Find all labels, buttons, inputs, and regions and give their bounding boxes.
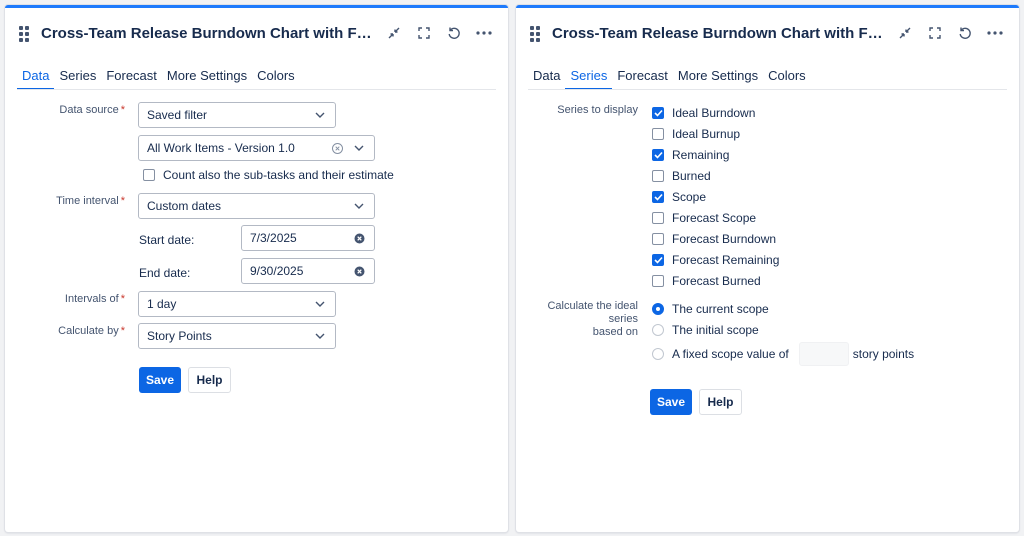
chevron-down-icon [313,297,327,311]
series-checkbox-row[interactable]: Scope [652,190,706,204]
chevron-down-icon [313,329,327,343]
unchecked-checkbox[interactable] [652,275,664,287]
unchecked-checkbox[interactable] [652,233,664,245]
unchecked-checkbox[interactable] [652,128,664,140]
series-to-display-label: Series to display [557,104,638,116]
save-button[interactable]: Save [139,367,181,393]
radio-initial-scope[interactable]: The initial scope [652,323,759,337]
radio-fixed-scope[interactable]: A fixed scope value of story points [652,342,914,366]
unchecked-checkbox[interactable] [652,212,664,224]
radio-button[interactable] [652,324,664,336]
series-checkbox-row[interactable]: Forecast Burndown [652,232,776,246]
time-interval-label: Time interval* [56,195,125,207]
help-button[interactable]: Help [188,367,231,393]
gadget-panel-series: Cross-Team Release Burndown Chart with F… [516,5,1019,532]
more-icon[interactable] [474,23,494,43]
clear-icon[interactable] [330,141,344,155]
tab-data[interactable]: Data [17,68,55,90]
tab-series[interactable]: Series [565,68,613,90]
tab-divider [528,89,1007,90]
tab-forecast[interactable]: Forecast [106,68,157,83]
intervals-select[interactable]: 1 day [138,291,336,317]
subtasks-label: Count also the sub-tasks and their estim… [163,168,394,182]
radio-button[interactable] [652,303,664,315]
subtasks-checkbox[interactable] [143,169,155,181]
tab-more-settings[interactable]: More Settings [166,68,248,83]
series-label: Remaining [672,148,730,162]
series-checkbox-row[interactable]: Forecast Scope [652,211,756,225]
chevron-down-icon [352,199,366,213]
tab-data[interactable]: Data [533,68,561,83]
minimize-icon[interactable] [895,23,915,43]
end-date-input[interactable]: 9/30/2025 [241,258,375,284]
series-checkbox-row[interactable]: Forecast Remaining [652,253,779,267]
fixed-scope-input[interactable] [798,342,849,366]
tab-bar: Data Series Forecast More Settings Color… [528,68,811,90]
fullscreen-icon[interactable] [414,23,434,43]
checked-checkbox[interactable] [652,149,664,161]
tab-more-settings[interactable]: More Settings [677,68,759,83]
series-label: Forecast Burndown [672,232,777,246]
data-source-label: Data source* [59,104,125,116]
radio-current-scope[interactable]: The current scope [652,302,769,316]
tab-colors[interactable]: Colors [768,68,806,83]
tab-bar: Data Series Forecast More Settings Color… [17,68,300,90]
tab-series[interactable]: Series [59,68,97,83]
gadget-panel-data: Cross-Team Release Burndown Chart with F… [5,5,508,532]
series-label: Burned [672,169,711,183]
clear-date-icon[interactable] [352,231,366,245]
gadget-title: Cross-Team Release Burndown Chart with F… [41,24,372,42]
series-label: Ideal Burndown [672,106,756,120]
gadget-header: Cross-Team Release Burndown Chart with F… [19,21,494,45]
gadget-header: Cross-Team Release Burndown Chart with F… [530,21,1005,45]
radio-label: The current scope [672,302,769,316]
radio-label: The initial scope [672,323,759,337]
radio-label: A fixed scope value of [672,347,789,361]
gadget-title: Cross-Team Release Burndown Chart with F… [552,24,883,42]
filter-select[interactable]: All Work Items - Version 1.0 [138,135,375,161]
series-label: Forecast Scope [672,211,757,225]
chevron-down-icon [352,141,366,155]
save-button[interactable]: Save [650,389,692,415]
fullscreen-icon[interactable] [925,23,945,43]
start-date-label: Start date: [139,233,195,247]
chevron-down-icon [313,108,327,122]
series-checkbox-row[interactable]: Ideal Burnup [652,127,740,141]
checked-checkbox[interactable] [652,107,664,119]
drag-handle-icon[interactable] [530,25,544,42]
checked-checkbox[interactable] [652,191,664,203]
series-label: Forecast Remaining [672,253,780,267]
drag-handle-icon[interactable] [19,25,33,42]
subtasks-checkbox-row[interactable]: Count also the sub-tasks and their estim… [143,168,394,182]
intervals-label: Intervals of* [64,293,125,305]
series-label: Forecast Burned [672,274,761,288]
series-checkbox-row[interactable]: Burned [652,169,711,183]
series-checkbox-row[interactable]: Remaining [652,148,729,162]
story-points-unit: story points [852,347,915,361]
series-label: Ideal Burnup [672,127,741,141]
checked-checkbox[interactable] [652,254,664,266]
series-checkbox-row[interactable]: Forecast Burned [652,274,761,288]
help-button[interactable]: Help [699,389,742,415]
ideal-series-label: Calculate the ideal series based on [547,300,638,338]
calculate-by-label: Calculate by* [58,325,125,337]
minimize-icon[interactable] [384,23,404,43]
start-date-input[interactable]: 7/3/2025 [241,225,375,251]
data-source-select[interactable]: Saved filter [138,102,336,128]
unchecked-checkbox[interactable] [652,170,664,182]
refresh-icon[interactable] [955,23,975,43]
refresh-icon[interactable] [444,23,464,43]
tab-divider [17,89,496,90]
clear-date-icon[interactable] [352,264,366,278]
more-icon[interactable] [985,23,1005,43]
calculate-by-select[interactable]: Story Points [138,323,336,349]
radio-button[interactable] [652,348,664,360]
tab-colors[interactable]: Colors [257,68,295,83]
tab-forecast[interactable]: Forecast [617,68,668,83]
series-checkbox-row[interactable]: Ideal Burndown [652,106,755,120]
end-date-label: End date: [139,266,191,280]
time-interval-select[interactable]: Custom dates [138,193,375,219]
series-label: Scope [672,190,707,204]
